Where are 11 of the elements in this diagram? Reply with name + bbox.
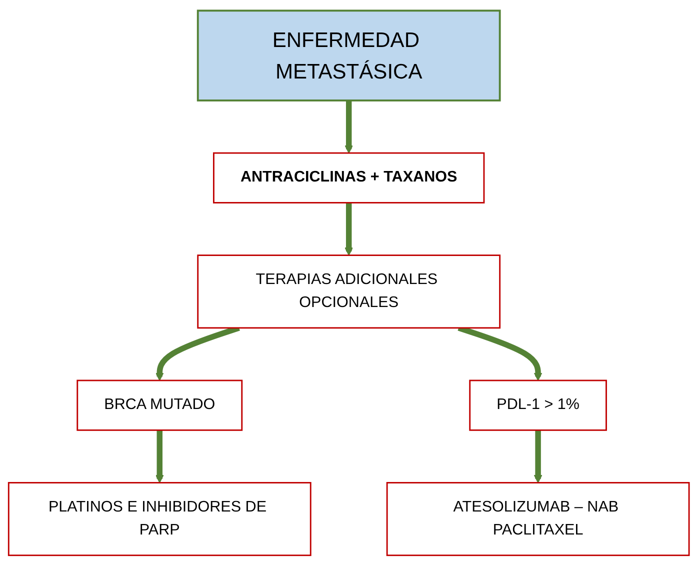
node-box: PLATINOS E INHIBIDORES DE PARP [8, 482, 311, 556]
arrow [155, 430, 164, 484]
node-box: ANTRACICLINAS + TAXANOS [212, 152, 484, 204]
node-box: ENFERMEDAD METASTÁSICA [196, 10, 500, 102]
node-box: BRCA MUTADO [76, 380, 242, 431]
node-box: ATESOLIZUMAB – NAB PACLITAXEL [386, 482, 690, 556]
arrow [344, 100, 353, 154]
arrow [534, 430, 542, 484]
arrow [344, 202, 353, 256]
node-box: PDL-1 > 1% [468, 380, 607, 431]
node-box: TERAPIAS ADICIONALES OPCIONALES [196, 254, 500, 329]
